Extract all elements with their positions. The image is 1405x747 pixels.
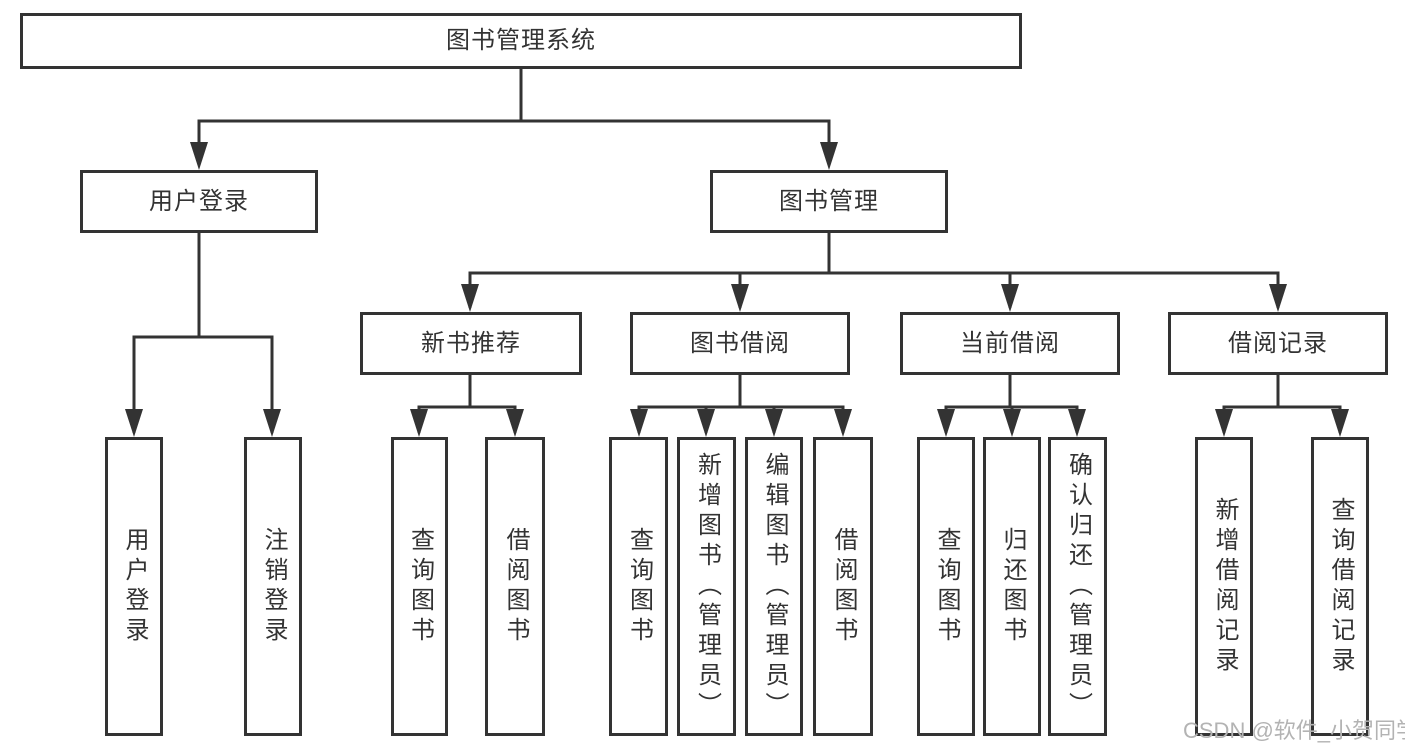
arrowhead bbox=[1215, 409, 1233, 437]
leaf-bb-edit-books: 编辑图书（管理员） bbox=[745, 437, 803, 736]
arrowhead bbox=[937, 409, 955, 437]
node-label: 图书管理系统 bbox=[446, 27, 596, 54]
node-root: 图书管理系统 bbox=[20, 13, 1022, 69]
node-book-borrow: 图书借阅 bbox=[630, 312, 850, 375]
node-label: 新增图书（管理员） bbox=[693, 451, 721, 722]
node-user-login: 用户登录 bbox=[80, 170, 318, 233]
node-label: 注销登录 bbox=[260, 526, 287, 647]
node-label: 编辑图书（管理员） bbox=[761, 451, 788, 722]
leaf-logout: 注销登录 bbox=[244, 437, 302, 736]
node-label: 确认归还（管理员） bbox=[1064, 451, 1092, 722]
leaf-cb-return-books: 归还图书 bbox=[983, 437, 1041, 736]
leaf-bb-add-books: 新增图书（管理员） bbox=[677, 437, 736, 736]
edge-userlogin-to-leaves bbox=[132, 233, 274, 433]
arrowheads bbox=[125, 142, 1349, 437]
leaf-cb-query-books: 查询图书 bbox=[917, 437, 975, 736]
edge-recommend-to-leaves bbox=[417, 375, 517, 433]
arrowhead bbox=[765, 409, 783, 437]
arrowhead bbox=[1269, 284, 1287, 312]
arrowhead bbox=[263, 409, 281, 437]
leaf-cb-confirm-return: 确认归还（管理员） bbox=[1048, 437, 1107, 736]
arrowhead bbox=[697, 409, 715, 437]
node-borrow-records: 借阅记录 bbox=[1168, 312, 1388, 375]
arrowhead bbox=[820, 142, 838, 170]
leaf-br-add-record: 新增借阅记录 bbox=[1195, 437, 1253, 736]
leaf-br-query-record: 查询借阅记录 bbox=[1311, 437, 1369, 736]
arrowhead bbox=[190, 142, 208, 170]
node-new-book-recommend: 新书推荐 bbox=[360, 312, 582, 375]
node-label: 查询图书 bbox=[625, 526, 653, 647]
edge-borrow-to-leaves bbox=[637, 375, 845, 433]
arrowhead bbox=[1001, 284, 1019, 312]
node-label: 新增借阅记录 bbox=[1211, 496, 1238, 677]
leaf-bb-query-books: 查询图书 bbox=[609, 437, 668, 736]
edge-bookmgmt-to-level3 bbox=[468, 233, 1280, 308]
arrowhead bbox=[125, 409, 143, 437]
edge-records-to-leaves bbox=[1222, 375, 1342, 433]
node-label: 归还图书 bbox=[999, 526, 1026, 647]
arrowhead bbox=[731, 284, 749, 312]
leaf-rec-borrow-books: 借阅图书 bbox=[485, 437, 545, 736]
arrowhead bbox=[410, 409, 428, 437]
node-label: 用户登录 bbox=[121, 526, 148, 647]
node-label: 图书借阅 bbox=[690, 329, 790, 357]
node-label: 借阅图书 bbox=[830, 526, 857, 647]
leaf-user-login: 用户登录 bbox=[105, 437, 163, 736]
node-book-management: 图书管理 bbox=[710, 170, 948, 233]
node-current-borrow: 当前借阅 bbox=[900, 312, 1120, 375]
arrowhead bbox=[1003, 409, 1021, 437]
node-label: 新书推荐 bbox=[421, 329, 521, 357]
node-label: 查询借阅记录 bbox=[1327, 496, 1354, 677]
leaf-rec-query-books: 查询图书 bbox=[391, 437, 448, 736]
leaf-bb-borrow-books: 借阅图书 bbox=[813, 437, 873, 736]
watermark: CSDN @软件_小贺同学 bbox=[1183, 718, 1405, 743]
node-label: 借阅记录 bbox=[1228, 329, 1328, 357]
node-label: 查询图书 bbox=[933, 526, 960, 647]
edge-root-to-level2 bbox=[197, 69, 831, 165]
arrowhead bbox=[461, 284, 479, 312]
node-label: 图书管理 bbox=[779, 187, 879, 215]
node-label: 用户登录 bbox=[149, 187, 249, 215]
arrowhead bbox=[834, 409, 852, 437]
node-label: 查询图书 bbox=[406, 526, 434, 647]
arrowhead bbox=[630, 409, 648, 437]
arrowhead bbox=[506, 409, 524, 437]
node-label: 借阅图书 bbox=[502, 526, 529, 647]
arrowhead bbox=[1068, 409, 1086, 437]
node-label: 当前借阅 bbox=[960, 329, 1060, 357]
arrowhead bbox=[1331, 409, 1349, 437]
